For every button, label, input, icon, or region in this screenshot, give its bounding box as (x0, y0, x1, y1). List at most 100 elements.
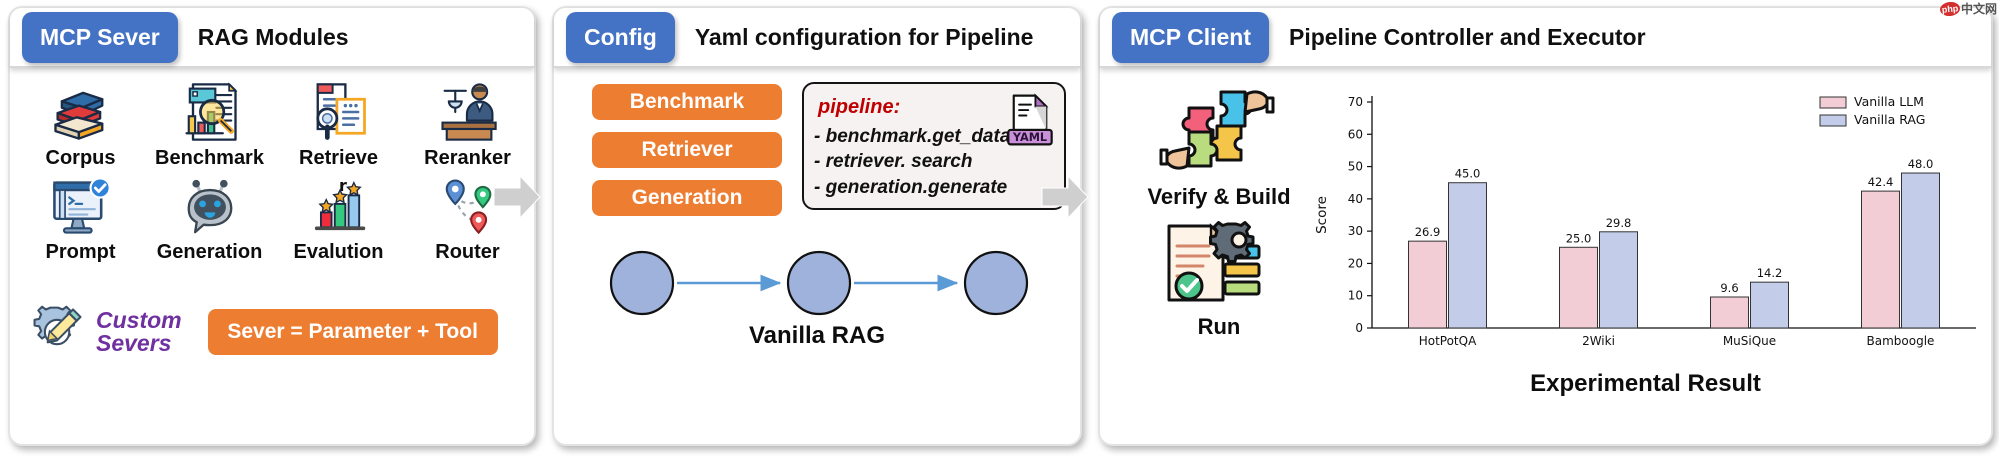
module-router-label: Router (435, 241, 500, 263)
module-reranker-label: Reranker (424, 147, 511, 169)
y-tick-label: 0 (1355, 321, 1363, 335)
module-corpus[interactable]: Corpus (16, 78, 145, 170)
module-generation[interactable]: Generation (145, 172, 274, 264)
x-tick-label: HotPotQA (1419, 334, 1477, 348)
bar-MuSiQue-Vanilla LLM (1710, 296, 1749, 329)
legend-swatch (1819, 114, 1847, 127)
robot-icon (187, 179, 232, 234)
module-retrieve[interactable]: Retrieve (274, 78, 403, 170)
stage-retriever-button[interactable]: Retriever (592, 132, 782, 168)
step-verify-build[interactable]: Verify & Build (1124, 74, 1314, 210)
yaml-config-card: pipeline: - benchmark.get_data - retriev… (802, 82, 1066, 210)
bar-value-label: 48.0 (1908, 157, 1934, 171)
legend-label: Vanilla LLM (1854, 94, 1924, 109)
bar-2Wiki-Vanilla RAG (1599, 231, 1638, 329)
bar-value-label: 42.4 (1868, 175, 1894, 189)
bar-chart-stars-icon: r (314, 176, 365, 231)
x-tick-label: MuSiQue (1723, 334, 1776, 348)
arrow-panel1-to-panel2 (493, 174, 541, 220)
y-tick-label: 50 (1348, 160, 1363, 174)
module-evalution[interactable]: r Evalution (274, 172, 403, 264)
bar-2Wiki-Vanilla LLM (1559, 246, 1598, 329)
module-reranker[interactable]: Reranker (403, 78, 532, 170)
x-tick-label: 2Wiki (1582, 334, 1615, 348)
bar-HotPotQA-Vanilla LLM (1408, 240, 1447, 329)
arrow-panel2-to-panel3 (1041, 174, 1089, 220)
stage-generation-button[interactable]: Generation (592, 180, 782, 216)
panel-mcp-server: MCP Sever RAG Modules (8, 6, 536, 446)
bar-value-label: 45.0 (1455, 167, 1481, 181)
legend-label: Vanilla RAG (1854, 112, 1925, 127)
bar-value-label: 9.6 (1720, 281, 1738, 295)
benchmark-report-icon (184, 82, 238, 141)
stage-benchmark-button[interactable]: Benchmark (592, 84, 782, 120)
yaml-file-icon: YAML (1007, 93, 1053, 146)
panel-config-body: Benchmark Retriever Generation pipeline:… (554, 70, 1080, 444)
client-step-list: Verify & Build (1124, 74, 1314, 340)
step-verify-build-label: Verify & Build (1147, 184, 1291, 209)
bar-value-label: 25.0 (1566, 231, 1592, 245)
vanilla-rag-caption: Vanilla RAG (748, 322, 886, 349)
yaml-step-list: - benchmark.get_data - retriever. search… (814, 124, 1010, 200)
sever-formula-badge: Sever = Parameter + Tool (207, 309, 498, 355)
module-benchmark[interactable]: Benchmark (145, 78, 274, 170)
module-corpus-label: Corpus (45, 147, 116, 169)
tab-mcp-sever[interactable]: MCP Sever (22, 11, 178, 63)
bar-Bamboogle-Vanilla LLM (1861, 190, 1900, 329)
experimental-result-caption: Experimental Result (1530, 370, 1761, 397)
y-tick-label: 40 (1348, 192, 1363, 206)
document-gears-icon (1167, 221, 1261, 302)
module-retrieve-label: Retrieve (299, 147, 378, 169)
module-prompt[interactable]: Prompt (16, 172, 145, 264)
step-run-label: Run (1197, 314, 1241, 339)
watermark-text: 中文网 (1960, 2, 1997, 16)
custom-severs-line1: Custom (96, 306, 182, 333)
svg-text:r: r (339, 176, 347, 195)
module-benchmark-label: Benchmark (155, 147, 264, 169)
svg-text:YAML: YAML (1012, 131, 1047, 144)
module-generation-label: Generation (156, 241, 263, 263)
pipeline-stage-list: Benchmark Retriever Generation (592, 84, 782, 228)
legend-swatch (1819, 96, 1847, 109)
y-axis-label: Score (1314, 196, 1330, 234)
yaml-step-2: - retriever. search (814, 151, 973, 173)
panel-mcp-client-body: Verify & Build (1100, 70, 1991, 444)
y-tick-label: 60 (1348, 127, 1363, 141)
custom-severs-row: Custom Severs Sever = Parameter + Tool (28, 302, 524, 362)
books-icon (53, 91, 103, 140)
network-route-icon (445, 179, 491, 235)
panel-mcp-server-body: Corpus (10, 70, 534, 444)
y-tick-label: 70 (1348, 95, 1363, 109)
watermark: php 中文网 (1939, 0, 1997, 17)
x-tick-label: Bamboogle (1867, 334, 1935, 348)
panel-config-title: Yaml configuration for Pipeline (694, 23, 1034, 50)
panel-mcp-client-title: Pipeline Controller and Executor (1288, 23, 1646, 50)
module-router[interactable]: Router (403, 172, 532, 264)
panel-config-header: Config Yaml configuration for Pipeline (554, 8, 1080, 68)
bar-MuSiQue-Vanilla RAG (1750, 281, 1789, 329)
yaml-step-3: - generation.generate (814, 176, 1008, 198)
gear-pencil-icon (33, 305, 82, 346)
panel-mcp-server-title: RAG Modules (197, 23, 349, 50)
module-prompt-label: Prompt (45, 241, 116, 263)
rag-module-grid: Corpus (16, 78, 532, 264)
flow-node-1 (609, 250, 675, 316)
panel-config: Config Yaml configuration for Pipeline B… (552, 6, 1082, 446)
flow-node-3 (963, 250, 1029, 316)
puzzle-hands-icon (1159, 90, 1275, 170)
terminal-monitor-icon (52, 177, 111, 234)
yaml-pipeline-key: pipeline: (818, 96, 901, 118)
tab-config[interactable]: Config (566, 11, 675, 63)
tab-mcp-client[interactable]: MCP Client (1112, 11, 1269, 63)
bar-HotPotQA-Vanilla RAG (1448, 182, 1487, 329)
judge-icon (440, 83, 497, 141)
y-tick-label: 30 (1348, 224, 1363, 238)
flow-node-2 (786, 250, 852, 316)
yaml-step-1: - benchmark.get_data (814, 126, 1011, 147)
custom-severs-line2: Severs (96, 330, 172, 356)
bar-value-label: 29.8 (1606, 216, 1632, 230)
step-run[interactable]: Run (1124, 216, 1314, 340)
